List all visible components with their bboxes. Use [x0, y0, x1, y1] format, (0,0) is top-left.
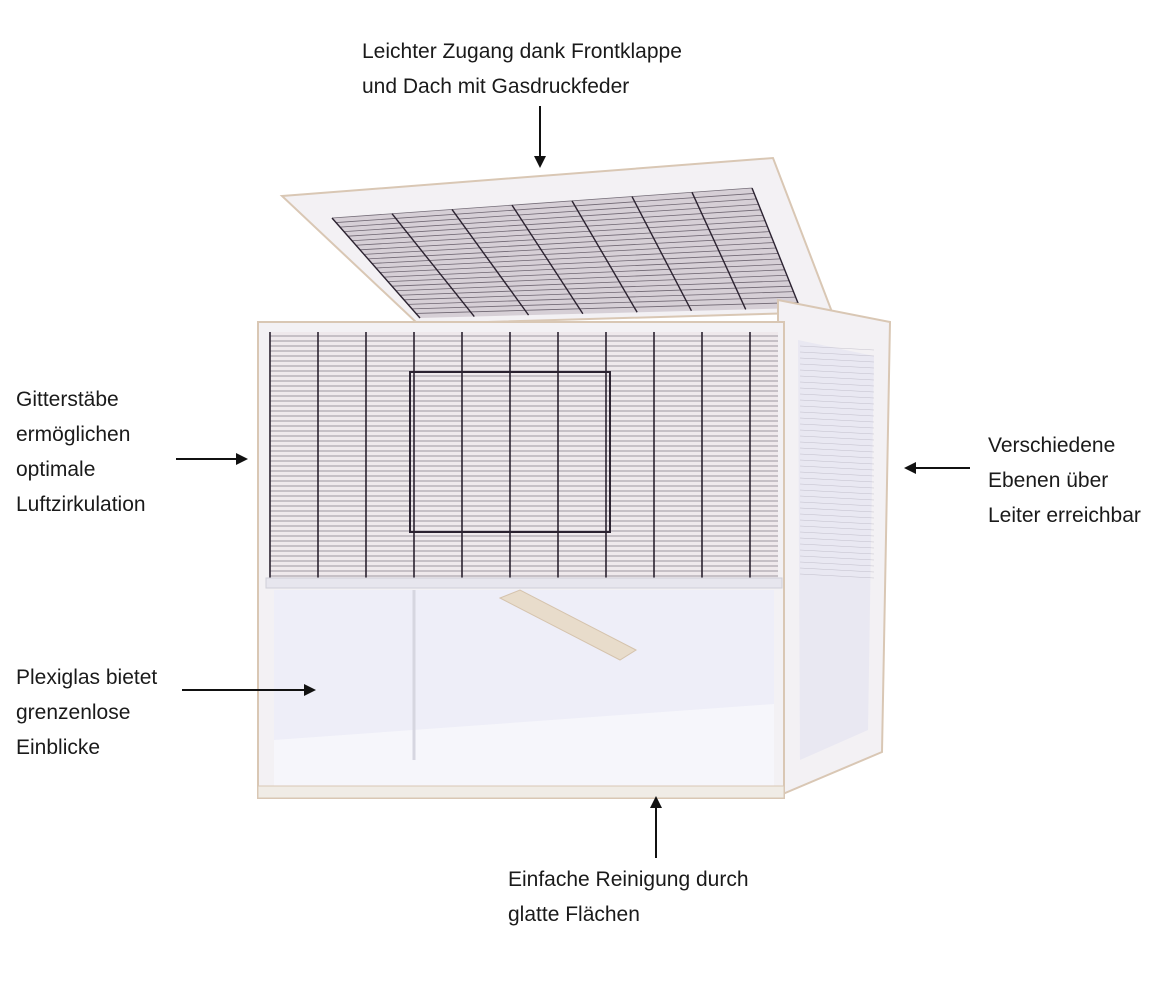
callout-top: Leichter Zugang dank Frontklappe und Dac…: [362, 34, 682, 104]
callout-left-lower-line-1: Plexiglas bietet: [16, 666, 158, 689]
callout-left-upper-line-4: Luftzirkulation: [16, 493, 146, 516]
callout-left-lower-line-3: Einblicke: [16, 736, 101, 759]
callout-left-upper-line-2: ermöglichen: [16, 423, 131, 446]
front-grid: [269, 332, 778, 580]
callout-bottom: Einfache Reinigung durch glatte Flächen: [508, 862, 749, 932]
callout-top-line-1: Leichter Zugang dank Frontklappe: [362, 40, 682, 63]
callout-right: Verschiedene Ebenen über Leiter erreichb…: [988, 428, 1141, 533]
cage-side-panel: [777, 298, 892, 798]
cage-front-frame: [257, 321, 785, 799]
roof-grid: [331, 187, 801, 319]
callout-left-upper-line-3: optimale: [16, 458, 96, 481]
cage-roof-lid: [279, 156, 834, 326]
callout-bottom-line-1: Einfache Reinigung durch: [508, 868, 749, 891]
side-grid: [799, 345, 875, 579]
callout-left-lower: Plexiglas bietet grenzenlose Einblicke: [16, 660, 157, 765]
ladder-ramp: [498, 589, 638, 661]
callout-right-line-2: Ebenen über: [988, 469, 1109, 492]
callout-left-upper-line-1: Gitterstäbe: [16, 388, 119, 411]
callout-left-lower-line-2: grenzenlose: [16, 701, 131, 724]
callout-right-line-1: Verschiedene: [988, 434, 1116, 457]
callout-right-line-3: Leiter erreichbar: [988, 504, 1141, 527]
callout-left-upper: Gitterstäbe ermöglichen optimale Luftzir…: [16, 382, 146, 522]
callout-bottom-line-2: glatte Flächen: [508, 903, 640, 926]
callout-top-line-2: und Dach mit Gasdruckfeder: [362, 75, 630, 98]
front-door: [409, 371, 611, 533]
